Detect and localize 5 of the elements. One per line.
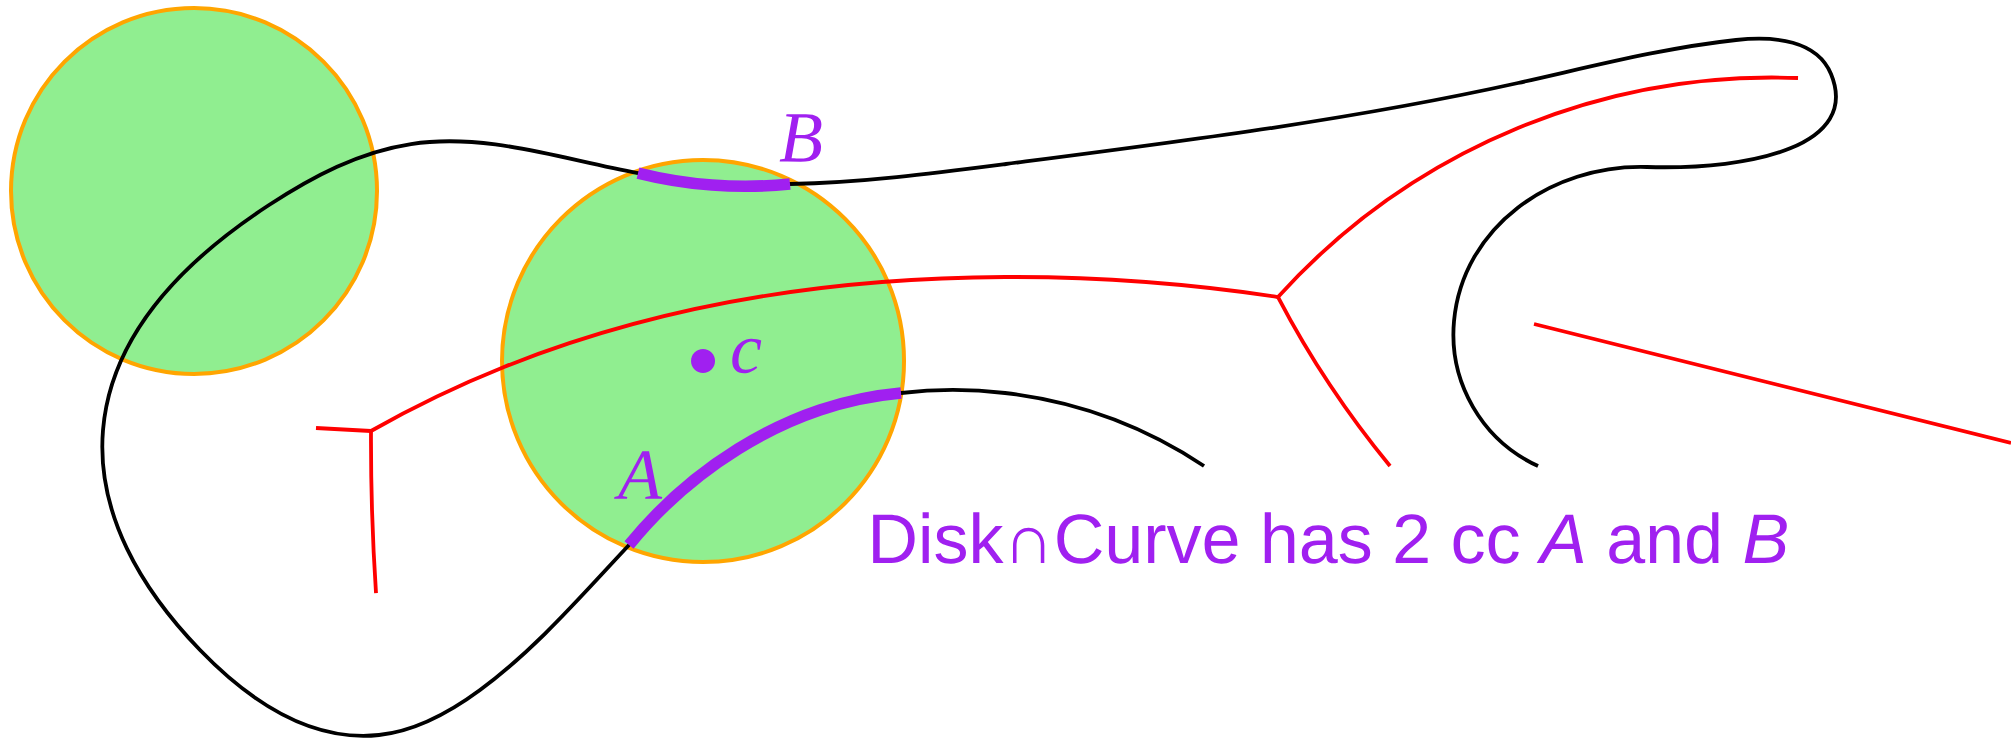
arc-label: A <box>614 451 663 499</box>
point-label: c <box>732 338 762 374</box>
disk <box>9 6 379 376</box>
statement-text: Disk∩Curve has 2 cc A and B <box>873 512 1787 564</box>
arc-label: B <box>779 114 822 162</box>
